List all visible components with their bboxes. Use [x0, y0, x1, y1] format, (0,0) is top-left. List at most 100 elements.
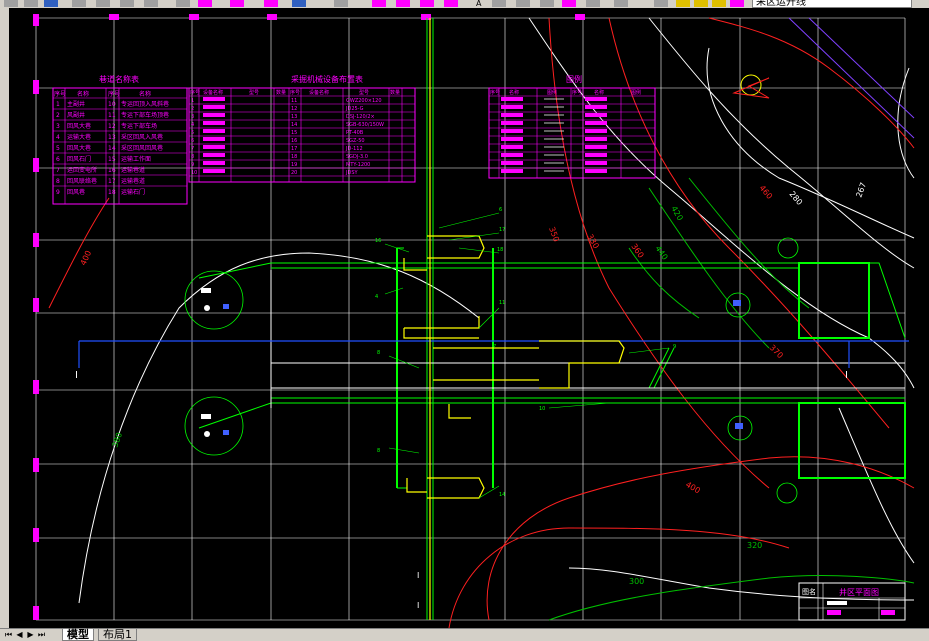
shaft-bottom-yellow — [403, 18, 625, 620]
table-cell: 回风巷 — [67, 188, 85, 196]
table-header: 序号 — [54, 90, 66, 98]
table-cell: 6 — [191, 138, 194, 144]
open-icon[interactable] — [24, 0, 38, 7]
undo-icon[interactable] — [292, 0, 306, 7]
properties-icon[interactable] — [492, 0, 506, 7]
contour-lines-green — [548, 177, 915, 621]
table-header: 名称 — [77, 90, 89, 98]
table-cell: 13 — [291, 114, 297, 120]
paste-icon[interactable] — [198, 0, 212, 7]
text-style-button[interactable]: A — [476, 0, 482, 8]
layer-sun-icon[interactable] — [694, 0, 708, 7]
table-header: 序号 — [190, 89, 200, 96]
legend-cell-fill — [501, 129, 523, 133]
table-cell: JDSY — [345, 170, 358, 176]
shaft-symbol — [732, 74, 770, 99]
table-title: 采掘机械设备布置表 — [291, 74, 363, 84]
table-header: 序号 — [108, 90, 120, 98]
layer-dropdown[interactable]: 采区运开线 — [752, 0, 912, 8]
tool-palette-icon[interactable] — [540, 0, 554, 7]
legend-cell-fill — [501, 137, 523, 141]
publish-icon[interactable] — [120, 0, 134, 7]
table-cell: 运输大巷 — [67, 133, 91, 141]
first-tab-icon[interactable]: ⏮ — [4, 630, 13, 639]
layer-lock-icon[interactable] — [712, 0, 726, 7]
equipment-symbols — [201, 288, 743, 437]
leader-lines — [384, 212, 670, 499]
last-tab-icon[interactable]: ⏭ — [37, 630, 46, 639]
zoom-realtime-icon[interactable] — [396, 0, 410, 7]
save-icon[interactable] — [44, 0, 58, 7]
table-cell: 10 — [108, 101, 116, 108]
prev-tab-icon[interactable]: ◀ — [16, 630, 23, 639]
table-cell: MTY-1200 — [346, 162, 370, 168]
layer-bulb-icon[interactable] — [676, 0, 690, 7]
table-header: 型号 — [359, 89, 369, 96]
next-tab-icon[interactable]: ▶ — [27, 630, 34, 639]
table-cell: SGDJ-3.0 — [346, 154, 368, 160]
svg-text:4: 4 — [375, 294, 378, 300]
table-cell: 3 — [56, 123, 60, 130]
table-cell: 7 — [191, 146, 194, 152]
table-cell-fill — [203, 161, 225, 165]
table-cell: 11 — [291, 98, 297, 104]
svg-text:18: 18 — [497, 247, 503, 253]
table-cell: 风副井 — [67, 111, 85, 119]
table-cell: 运输巷道 — [121, 166, 145, 174]
svg-text:8: 8 — [377, 350, 380, 356]
print-icon[interactable] — [72, 0, 86, 7]
cut-icon[interactable] — [144, 0, 158, 7]
tab-model[interactable]: 模型 — [62, 629, 94, 641]
table-cell: 15 — [291, 130, 297, 136]
preview-icon[interactable] — [96, 0, 110, 7]
table-cell-fill — [203, 121, 225, 125]
table-cell: 13 — [108, 134, 116, 141]
table-cell: 10 — [191, 170, 197, 176]
new-icon[interactable] — [4, 0, 18, 7]
block-icon[interactable] — [264, 0, 278, 7]
table-cell: 14 — [108, 145, 116, 152]
svg-text:10: 10 — [539, 406, 545, 412]
zoom-previous-icon[interactable] — [444, 0, 458, 7]
table-cell: 18 — [291, 154, 297, 160]
border-ticks — [33, 14, 585, 620]
table-cell: 17 — [291, 146, 297, 152]
table-cell: 回风联络巷 — [67, 177, 97, 185]
table-cell: 14 — [291, 122, 297, 128]
match-prop-icon[interactable] — [230, 0, 244, 7]
contour-label: 300 — [629, 577, 644, 586]
layer-color-icon[interactable] — [730, 0, 744, 7]
tab-layout1[interactable]: 布局1 — [98, 629, 137, 641]
table-cell: 1 — [191, 98, 194, 104]
zoom-window-icon[interactable] — [420, 0, 434, 7]
pan-icon[interactable] — [372, 0, 386, 7]
svg-text:16: 16 — [375, 238, 381, 244]
table-cell: 采区回风入风巷 — [121, 133, 163, 141]
table-header: 设备名称 — [203, 89, 223, 96]
calculator-icon[interactable] — [586, 0, 600, 7]
copy-icon[interactable] — [176, 0, 190, 7]
redo-icon[interactable] — [334, 0, 348, 7]
table-title: 图例 — [566, 74, 582, 84]
help-icon[interactable] — [614, 0, 628, 7]
table-cell-fill — [203, 153, 225, 157]
svg-text:6: 6 — [499, 207, 502, 213]
svg-text:11: 11 — [499, 300, 505, 306]
table-header: 图例 — [547, 89, 557, 96]
table-cell: JD-112 — [345, 146, 363, 152]
table-header: 名称 — [509, 89, 519, 96]
design-center-icon[interactable] — [516, 0, 530, 7]
legend-cell-fill — [501, 161, 523, 165]
table-header: 图例 — [631, 89, 641, 96]
layer-manager-icon[interactable] — [654, 0, 668, 7]
legend-cell-fill — [585, 97, 607, 101]
svg-text:17: 17 — [499, 227, 505, 233]
table-cell: 5 — [191, 130, 194, 136]
markup-icon[interactable] — [562, 0, 576, 7]
drawing-canvas[interactable]: 400 380 350 330 360 420 440 460 300 320 … — [9, 8, 929, 628]
table-cell: 回风大巷 — [67, 144, 91, 152]
contour-lines-red — [48, 17, 915, 628]
canvas-background — [9, 8, 929, 628]
main-roadways — [198, 18, 906, 620]
legend-cell-fill — [501, 145, 523, 149]
